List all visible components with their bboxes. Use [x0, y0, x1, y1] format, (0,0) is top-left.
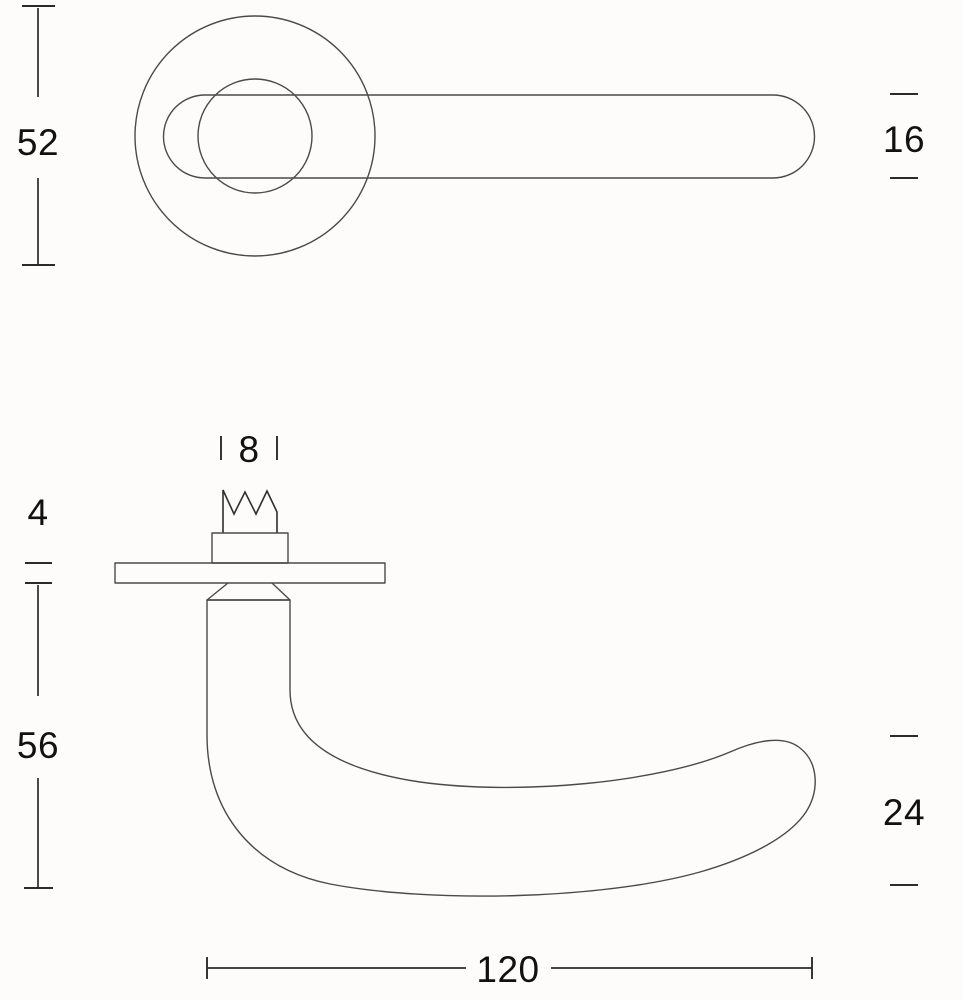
lever-bar-top-view — [162, 94, 816, 179]
rose-outer-circle — [134, 15, 376, 257]
rose-taper — [206, 582, 291, 601]
dimension-spindle-width-8: 8 — [220, 429, 278, 470]
top-view-group — [134, 15, 816, 257]
rose-inner-circle — [197, 78, 313, 194]
spindle-break-line — [222, 489, 278, 533]
lever-body-side-view — [206, 599, 816, 897]
dim-4-label: 4 — [27, 492, 48, 533]
dimension-rose-diameter-52: 52 — [17, 5, 59, 266]
dimension-rose-thickness-4: 4 — [25, 492, 52, 584]
dimension-lever-length-120: 120 — [206, 949, 813, 990]
dim-56-label: 56 — [17, 725, 59, 766]
dimension-lever-height-24: 24 — [883, 735, 925, 886]
dim-16-label: 16 — [883, 119, 925, 160]
spindle-collar — [211, 532, 289, 564]
dim-24-label: 24 — [883, 792, 925, 833]
dim-8-label: 8 — [238, 429, 259, 470]
side-view-group — [114, 489, 816, 897]
rose-plate-side-view — [114, 562, 386, 584]
dimension-lever-width-16: 16 — [883, 93, 925, 179]
dimension-lever-projection-56: 56 — [17, 585, 59, 889]
dim-52-label: 52 — [17, 122, 59, 163]
dim-120-label: 120 — [476, 949, 539, 990]
